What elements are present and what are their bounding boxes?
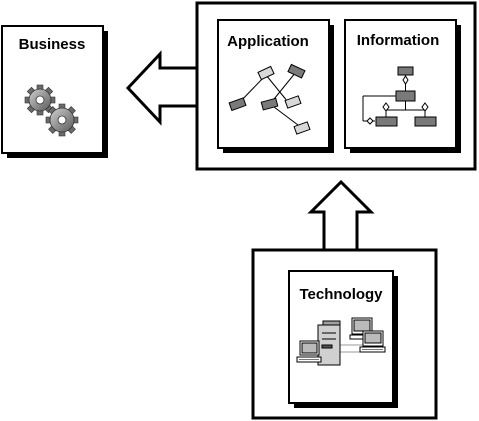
outer-container-box <box>195 1 477 171</box>
information-box: Information <box>344 19 461 153</box>
application-label: Application <box>227 33 309 50</box>
information-label: Information <box>357 32 440 49</box>
gears-icon <box>24 84 79 137</box>
application-box: Application <box>217 19 334 153</box>
business-box: Business <box>1 25 108 158</box>
data-model-icon <box>362 66 437 127</box>
technology-box: Technology <box>288 270 398 408</box>
computer-network-icon <box>296 317 386 366</box>
up-arrow <box>307 179 375 252</box>
business-label: Business <box>19 36 86 53</box>
connected-components-icon <box>228 63 311 135</box>
technology-container-box <box>251 248 438 420</box>
technology-label: Technology <box>299 286 383 303</box>
left-arrow <box>125 50 199 126</box>
